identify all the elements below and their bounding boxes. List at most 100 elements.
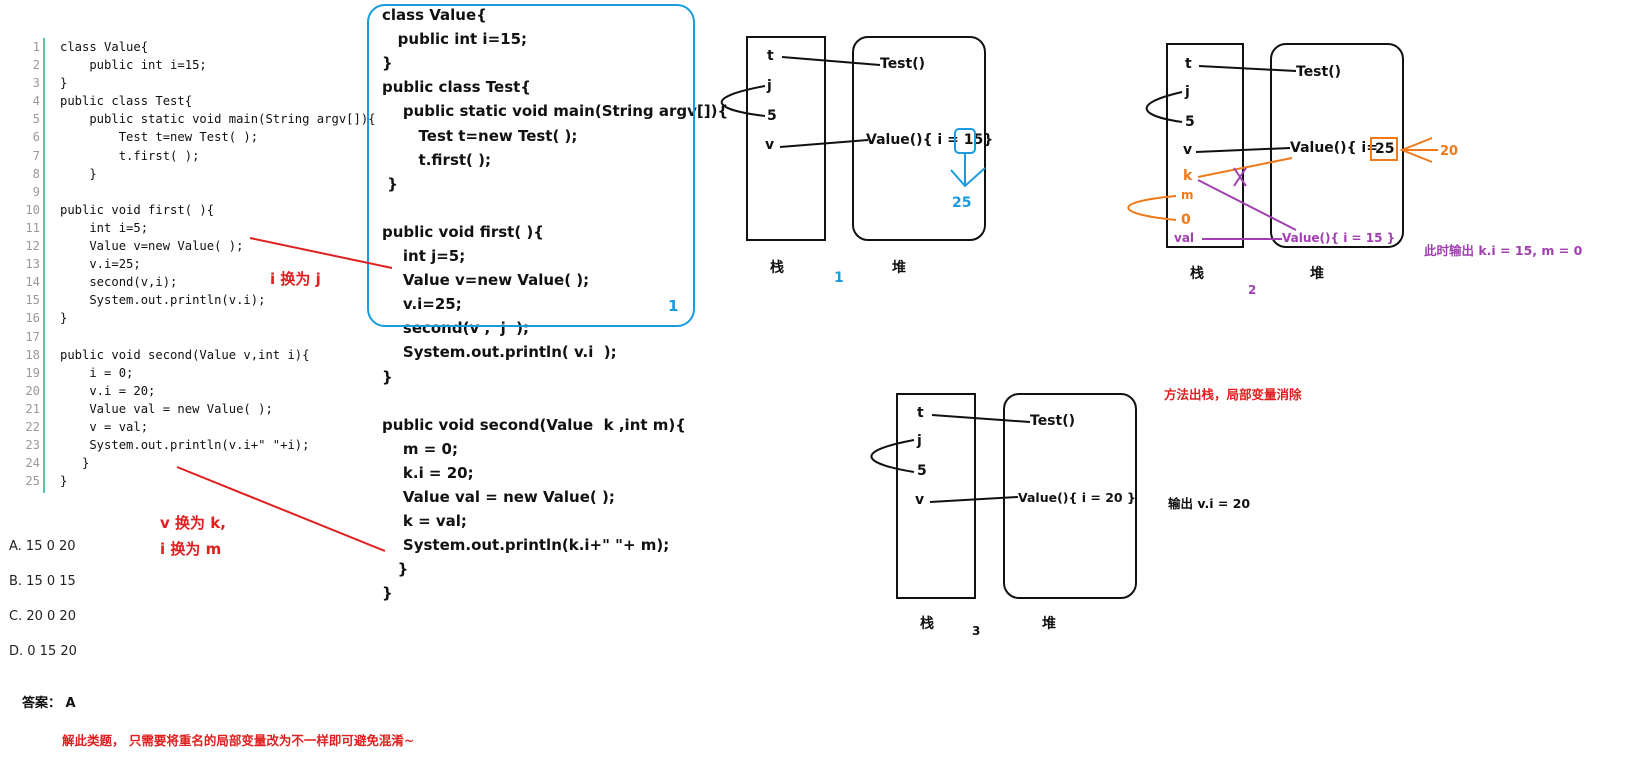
explanation-text: 解此类题， 只需要将重名的局部变量改为不一样即可避免混淆~ [62,733,415,748]
code-line: 8 } [18,165,358,183]
d2-var-j: j [1185,84,1190,100]
rewritten-code-line: v.i=25; [382,295,462,314]
rewritten-code-line: Test t=new Test( ); [382,126,578,145]
d1-heap-value: Value(){ i = 15} [866,132,994,148]
code-line: 13 v.i=25; [18,255,358,273]
code-text: public void first( ){ [60,202,215,217]
code-line: 7 t.first( ); [18,147,358,165]
d1-stack-label: 栈 [770,260,784,276]
rewritten-code-line: Value v=new Value( ); [382,271,590,290]
d1-var-t: t [767,48,774,64]
d3-var-j: j [917,433,922,449]
line-number: 22 [25,419,40,434]
answer-text: 答案： A [22,696,76,711]
highlight-box-1 [367,4,695,327]
rewritten-code-line: } [382,367,393,386]
code-text: } [60,166,97,181]
code-text: } [60,311,68,326]
code-text: } [60,76,68,91]
d1-curve-j [720,85,766,117]
d2-heap-new-value: Value(){ i = 15 } [1282,231,1396,245]
code-text: public void second(Value v,int i){ [60,347,310,362]
d1-old-value: 15 [963,132,984,148]
line-number: 3 [32,76,40,91]
d2-var-val: val [1174,231,1195,245]
code-text: class Value{ [60,40,149,54]
line-number: 12 [25,239,40,254]
line-number: 18 [25,347,40,362]
rewritten-code-line: k.i = 20; [382,463,474,482]
rewritten-code-line: Value val = new Value( ); [382,488,615,506]
d3-output-note: 输出 v.i = 20 [1168,496,1251,511]
code-line: 12 Value v=new Value( ); [18,237,358,255]
d2-heap-value: Value(){ i= [1290,140,1378,156]
option-c: C. 20 0 20 [9,609,76,624]
line-number: 14 [25,275,40,290]
code-line: 20 v.i = 20; [18,382,358,400]
code-text: int i=5; [60,220,149,235]
code-line: 23 System.out.println(v.i+" "+i); [18,436,358,454]
rewritten-code-line: public int i=15; [382,30,528,49]
code-line: 14 second(v,i); [18,273,358,291]
code-line: 6 Test t=new Test( ); [18,128,358,146]
code-text: Test t=new Test( ); [60,130,259,145]
d2-ref-t [1198,65,1297,72]
code-line: 11 int i=5; [18,219,358,237]
rewritten-code-line: public static void main(String argv[]){ [382,102,729,121]
code-gutter-line [43,38,45,493]
rewritten-code-line: } [382,584,393,603]
line-number: 9 [32,184,40,199]
code-text: v = val; [60,419,149,434]
rewritten-code-line: } [382,174,398,193]
d2-cross [1233,167,1247,187]
code-text: Value v=new Value( ); [60,239,244,254]
d2-var-t: t [1185,56,1192,72]
d2-ref-k-new [1197,179,1297,231]
line-number: 6 [32,130,40,145]
line-number: 24 [25,456,40,471]
line-number: 2 [32,58,40,73]
code-line: 5 public static void main(String argv[])… [18,110,376,128]
line-number: 16 [25,311,40,326]
d3-var-t: t [917,405,924,421]
line-number: 20 [25,383,40,398]
d2-param-k: k [1183,168,1193,184]
rewritten-code-line: System.out.println( v.i ); [382,343,617,362]
option-d: D. 0 15 20 [9,644,77,659]
option-a: A. 15 0 20 [9,539,76,554]
code-text: public int i=15; [60,58,207,73]
rewritten-code-line: public class Test{ [382,78,531,97]
diagram2-heap [1270,43,1404,248]
code-line: 16} [18,309,358,327]
code-line: 18 public void second(Value v,int i){ [18,346,358,364]
d2-ref-k-old [1197,157,1293,178]
code-text: System.out.println(v.i); [60,293,266,308]
code-text: } [60,474,68,489]
code-line: 9 [18,183,358,201]
line-number: 21 [25,401,40,416]
code-text: v.i=25; [60,257,141,272]
d2-var-v: v [1183,142,1193,158]
d2-number: 2 [1248,283,1257,297]
rewritten-code-line: System.out.println(k.i+" "+ m); [382,536,670,555]
rewritten-code-line: k = val; [382,512,467,531]
code-text: System.out.println(v.i+" "+i); [60,438,310,453]
option-b: B. 15 0 15 [9,574,76,589]
d2-output-note: 此时输出 k.i = 15, m = 0 [1424,243,1583,258]
diagram3-heap [1003,393,1137,599]
d2-assigned-value: 20 [1440,144,1459,159]
line-number: 10 [25,202,40,217]
d2-value-highlight [1370,137,1398,161]
rewritten-code-line: class Value{ [382,6,487,24]
rewritten-code-line: m = 0; [382,439,458,458]
code-line: 21 Value val = new Value( ); [18,400,358,418]
line-number: 23 [25,438,40,453]
code-line: 25} [18,472,358,490]
diagram2-stack [1166,43,1244,248]
d1-var-j: j [767,78,772,94]
line-number: 25 [25,474,40,489]
code-line: 22 v = val; [18,418,358,436]
